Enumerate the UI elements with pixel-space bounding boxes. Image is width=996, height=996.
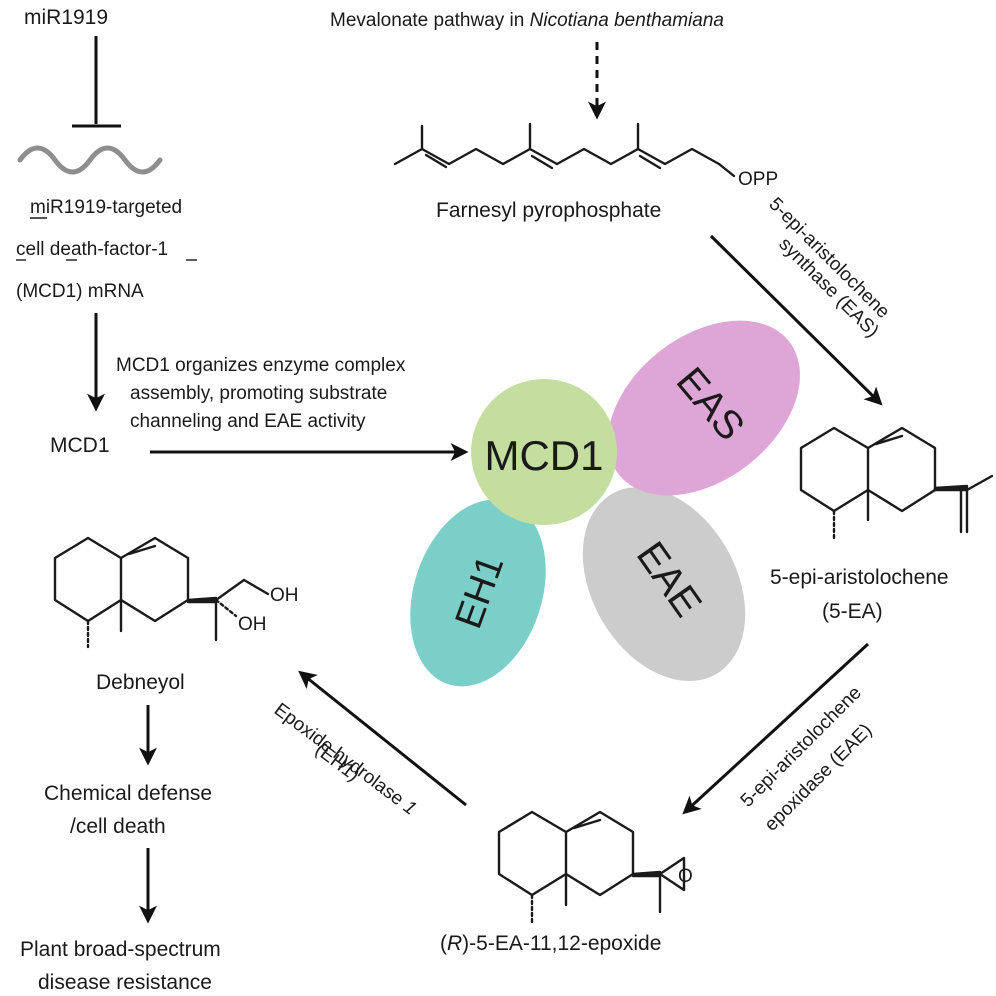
mcd1-note-line3: channeling and EAE activity — [130, 411, 366, 432]
enzyme-complex: MCD1 EAS EH1 EAE — [410, 320, 800, 687]
epoxide-name: (R)-5-EA-11,12-epoxide — [440, 932, 661, 955]
mevalonate-label: Mevalonate pathway in Nicotiana benthami… — [330, 10, 724, 31]
mcd1-mrna-line2: cell death-factor-1 — [16, 239, 168, 260]
eas-reaction-arrow — [709, 234, 883, 406]
eae-ellipse — [582, 487, 746, 681]
mcd1-note-line1: MCD1 organizes enzyme complex — [116, 355, 406, 376]
ea-name-line1: 5-epi-aristolochene — [770, 566, 949, 589]
mcd1-protein-label: MCD1 — [50, 434, 110, 457]
defense-line1: Chemical defense — [44, 782, 212, 805]
ea-name-line2: (5-EA) — [822, 600, 883, 623]
fpp-label: Farnesyl pyrophosphate — [436, 199, 661, 222]
mir1919-label: miR1919 — [24, 6, 108, 29]
debneyol-oh-1: OH — [270, 585, 299, 606]
mcd1-mrna-line1: miR1919-targeted — [30, 197, 182, 218]
eas-enzyme-line1: 5-epi-aristolochene — [764, 194, 893, 323]
mcd1-note-line2: assembly, promoting substrate — [130, 383, 387, 404]
opp-label: OPP — [738, 169, 778, 190]
defense-line2: /cell death — [70, 815, 166, 838]
mcd1-circle — [471, 379, 617, 525]
ea-structure — [799, 426, 994, 540]
eas-ellipse — [608, 320, 800, 496]
epoxide-structure — [497, 810, 686, 924]
debneyol-oh-2: OH — [238, 614, 267, 635]
debneyol-label: Debneyol — [96, 671, 185, 694]
eh1-ellipse — [410, 499, 546, 687]
resistance-line1: Plant broad-spectrum — [20, 938, 221, 961]
inhibition-arrow — [72, 36, 121, 128]
eh1-reaction-arrow — [298, 670, 467, 807]
fpp-structure — [393, 122, 736, 178]
mcd1-mrna-line3: (MCD1) mRNA — [16, 281, 144, 302]
epoxide-o-label: O — [678, 866, 693, 887]
eae-reaction-arrow — [682, 642, 870, 815]
mrna-wave-icon — [17, 145, 163, 175]
resistance-line2: disease resistance — [38, 971, 212, 994]
complex-mcd1-label: MCD1 — [484, 432, 603, 479]
debneyol-structure — [53, 536, 270, 649]
